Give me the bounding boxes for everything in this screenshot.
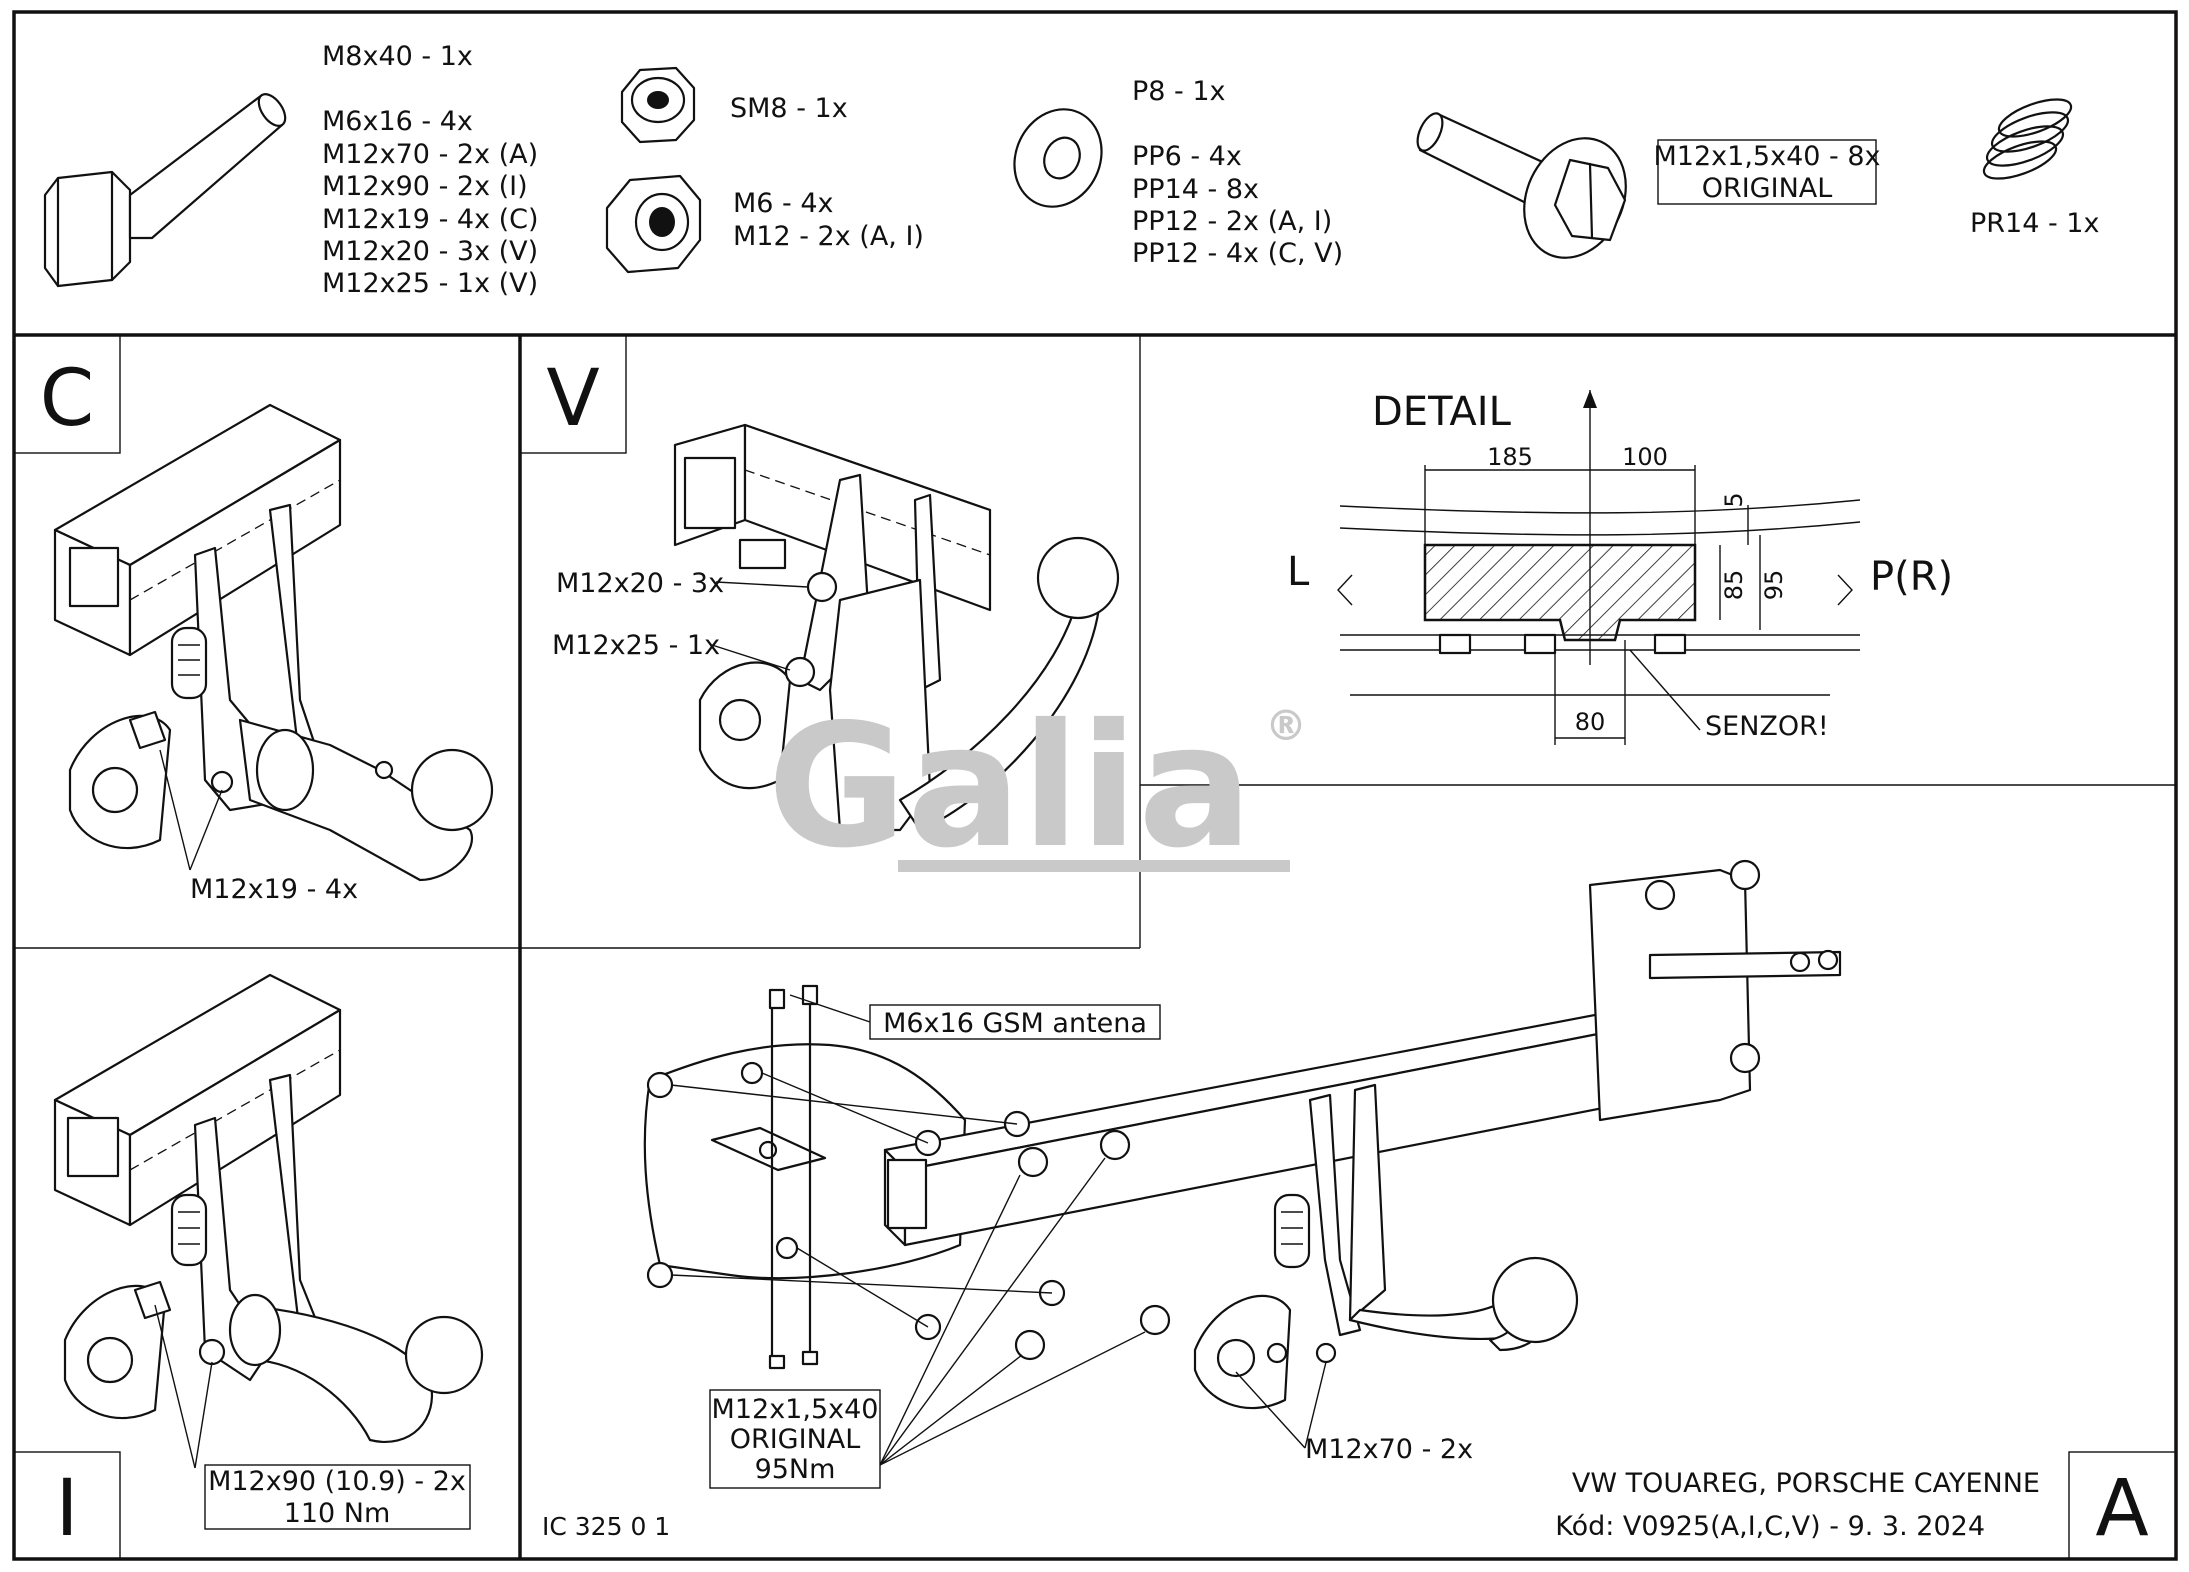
footer-code: Kód: V0925(A,I,C,V) - 9. 3. 2024	[1555, 1511, 1985, 1542]
panel-a-m12x70-label: M12x70 - 2x	[1305, 1434, 1473, 1465]
dim-80: 80	[1575, 708, 1606, 736]
dim-85: 85	[1720, 570, 1748, 601]
dim-100: 100	[1622, 443, 1668, 471]
part-washer-pp14: PP14 - 8x	[1132, 174, 1259, 205]
panel-v-callout-1: M12x20 - 3x	[556, 568, 724, 599]
sensor-warning: SENZOR!	[1705, 711, 1829, 742]
part-nut-m12: M12 - 2x (A, I)	[733, 221, 924, 252]
panel-i-leader-2	[194, 1361, 213, 1469]
panel-i-letter: I	[55, 1464, 78, 1554]
part-bolt-m12x25: M12x25 - 1x (V)	[322, 268, 538, 299]
panel-a-m12x70-leader-2	[1304, 1361, 1327, 1449]
detail-left-label: L	[1287, 549, 1310, 595]
galia-logo: Galia ®	[767, 688, 1307, 886]
footer-vehicle: VW TOUAREG, PORSCHE CAYENNE	[1572, 1468, 2040, 1499]
panel-i-towbar-drawing	[53, 973, 484, 1443]
spring-washer-icon	[1982, 98, 2073, 180]
washer-icon	[1013, 108, 1103, 208]
detail-title: DETAIL	[1372, 389, 1512, 435]
panel-a-orig-line-2: ORIGINAL	[730, 1424, 861, 1455]
flange-bolt-label-box	[1657, 139, 1877, 205]
panel-a-gsm-leader	[789, 994, 871, 1023]
panel-v-leader-1	[715, 581, 809, 588]
panel-c-leader-2	[189, 789, 223, 871]
panel-a-letter: A	[2095, 1464, 2148, 1554]
panel-v-leader-2	[711, 644, 791, 671]
panel-i-callout-box	[204, 1464, 471, 1530]
panel-c-letter: C	[40, 354, 94, 444]
part-flange-bolt-original: ORIGINAL	[1702, 173, 1833, 204]
panel-i-leader-1	[154, 1304, 196, 1469]
panel-v-letter: V	[546, 354, 599, 444]
panel-a-m12x70-leader-1	[1235, 1371, 1306, 1449]
part-bolt-m8x40: M8x40 - 1x	[322, 41, 473, 72]
panel-a-gsm-label: M6x16 GSM antena	[883, 1008, 1147, 1039]
part-washer-p8: P8 - 1x	[1132, 76, 1226, 107]
svg-text:Galia: Galia	[767, 688, 1253, 886]
panel-a-orig-box	[709, 1389, 881, 1489]
part-spring-washer: PR14 - 1x	[1970, 208, 2099, 239]
flange-bolt-icon	[1416, 112, 1627, 259]
panel-a-orig-line-3: 95Nm	[755, 1454, 836, 1485]
locknut-icon	[620, 66, 696, 144]
panel-a-orig-line-1: M12x1,5x40	[712, 1394, 879, 1425]
panel-v-callout-2: M12x25 - 1x	[552, 630, 720, 661]
part-bolt-m12x70: M12x70 - 2x (A)	[322, 139, 538, 170]
part-nut-m6: M6 - 4x	[733, 188, 834, 219]
panel-c-towbar-drawing	[53, 403, 494, 882]
dim-5: 5	[1720, 492, 1748, 507]
svg-text:®: ®	[1265, 701, 1307, 750]
hex-nut-icon	[605, 174, 702, 274]
panel-v-towbar-drawing	[673, 423, 1120, 832]
part-bolt-m12x20: M12x20 - 3x (V)	[322, 236, 538, 267]
dim-95: 95	[1760, 570, 1788, 601]
part-locknut: SM8 - 1x	[730, 93, 848, 124]
hex-bolt-icon	[43, 93, 287, 288]
part-bolt-m12x19: M12x19 - 4x (C)	[322, 204, 539, 235]
panel-i-callout-1: M12x90 (10.9) - 2x	[208, 1466, 466, 1497]
panel-i-callout-2: 110 Nm	[284, 1498, 391, 1529]
panel-c-leader-1	[159, 749, 191, 871]
part-flange-bolt: M12x1,5x40 - 8x	[1654, 141, 1881, 172]
sheet-frames	[12, 10, 2178, 1561]
panel-a-towbar-drawing	[643, 859, 1842, 1410]
part-washer-pp6: PP6 - 4x	[1132, 141, 1242, 172]
footer-code-left: IC 325 0 1	[542, 1512, 670, 1541]
part-washer-pp12-cv: PP12 - 4x (C, V)	[1132, 238, 1343, 269]
panel-a-orig-leaders	[879, 1157, 1146, 1466]
part-bolt-m6x16: M6x16 - 4x	[322, 106, 473, 137]
detail-right-label: P(R)	[1870, 554, 1953, 600]
dim-185: 185	[1487, 443, 1533, 471]
part-washer-pp12-ai: PP12 - 2x (A, I)	[1132, 206, 1332, 237]
detail-section-drawing	[1337, 390, 1861, 745]
panel-c-callout: M12x19 - 4x	[190, 874, 358, 905]
part-bolt-m12x90: M12x90 - 2x (I)	[322, 171, 528, 202]
